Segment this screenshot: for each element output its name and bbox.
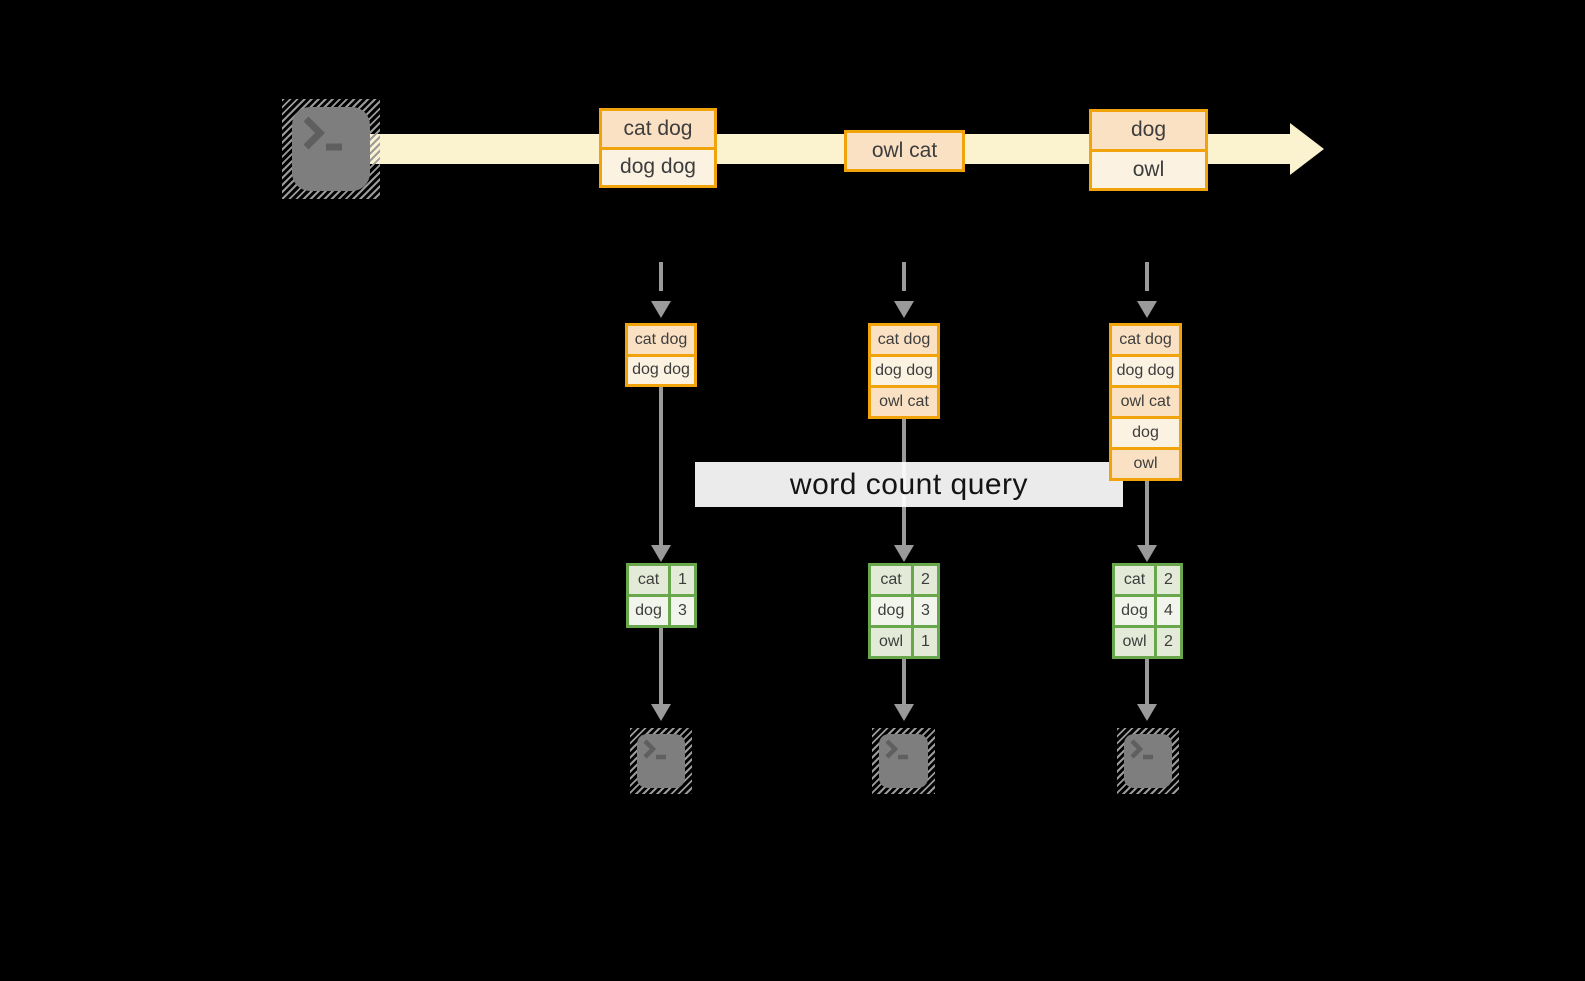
arrow-down-icon	[894, 301, 914, 318]
batch-row: owl cat	[847, 133, 962, 169]
arrow-down-icon	[1137, 704, 1157, 721]
result-word-cell: cat	[1115, 566, 1154, 594]
result-table-1: cat 1 dog 3	[626, 563, 697, 628]
result-word-cell: dog	[1115, 597, 1154, 625]
result-count-cell: 3	[671, 597, 694, 625]
result-word-cell: owl	[871, 628, 911, 656]
result-word-cell: cat	[629, 566, 668, 594]
terminal-prompt-icon	[303, 116, 342, 151]
result-table-2: cat 2 dog 3 owl 1	[868, 563, 940, 659]
flow-line	[902, 658, 906, 704]
result-count-cell: 4	[1157, 597, 1180, 625]
flow-line	[1145, 480, 1149, 545]
result-count-cell: 1	[671, 566, 694, 594]
stream-batch-1: cat dog dog dog	[599, 108, 717, 188]
query-label-bar: word count query	[695, 462, 1123, 507]
result-word-cell: owl	[1115, 628, 1154, 656]
query-label: word count query	[789, 467, 1029, 501]
stream-batch-3: dog owl	[1089, 109, 1208, 191]
state-row: dog dog	[628, 356, 694, 384]
output-terminal-icon-2	[872, 728, 935, 794]
state-row: owl	[1112, 450, 1179, 478]
flow-line	[659, 387, 663, 545]
arrow-down-icon	[651, 704, 671, 721]
state-box-3: cat dog dog dog owl cat dog owl	[1109, 323, 1182, 481]
terminal-prompt-icon	[643, 739, 666, 760]
state-row: dog	[1112, 419, 1179, 447]
result-word-cell: dog	[871, 597, 911, 625]
state-row: cat dog	[628, 326, 694, 354]
result-count-cell: 1	[914, 628, 937, 656]
result-count-cell: 3	[914, 597, 937, 625]
arrow-down-icon	[894, 545, 914, 562]
state-row: dog dog	[1112, 357, 1179, 385]
state-row: cat dog	[871, 326, 937, 354]
state-row: owl cat	[1112, 388, 1179, 416]
batch-row: cat dog	[602, 111, 714, 147]
dashed-arrow-segment	[659, 262, 663, 291]
batch-row: owl	[1092, 151, 1205, 188]
batch-row: dog	[1092, 112, 1205, 149]
terminal-prompt-icon	[1130, 739, 1153, 760]
arrow-down-icon	[651, 301, 671, 318]
result-word-cell: cat	[871, 566, 911, 594]
dashed-arrow-segment	[1145, 262, 1149, 291]
result-word-cell: dog	[629, 597, 668, 625]
stream-batch-2: owl cat	[844, 130, 965, 172]
source-terminal-icon	[282, 99, 380, 199]
flow-line	[659, 628, 663, 704]
dashed-arrow-segment	[902, 262, 906, 291]
state-box-1: cat dog dog dog	[625, 323, 697, 387]
state-row: owl cat	[871, 388, 937, 416]
batch-row: dog dog	[602, 149, 714, 185]
arrow-down-icon	[894, 704, 914, 721]
state-row: cat dog	[1112, 326, 1179, 354]
output-terminal-icon-3	[1117, 728, 1179, 794]
arrow-down-icon	[1137, 301, 1157, 318]
result-count-cell: 2	[1157, 566, 1180, 594]
state-box-2: cat dog dog dog owl cat	[868, 323, 940, 419]
result-table-3: cat 2 dog 4 owl 2	[1112, 563, 1183, 659]
result-count-cell: 2	[914, 566, 937, 594]
terminal-prompt-icon	[885, 739, 908, 760]
arrow-down-icon	[651, 545, 671, 562]
flow-line	[1145, 658, 1149, 704]
arrow-down-icon	[1137, 545, 1157, 562]
stream-arrow-head-icon	[1290, 123, 1324, 175]
state-row: dog dog	[871, 357, 937, 385]
output-terminal-icon-1	[630, 728, 692, 794]
result-count-cell: 2	[1157, 628, 1180, 656]
